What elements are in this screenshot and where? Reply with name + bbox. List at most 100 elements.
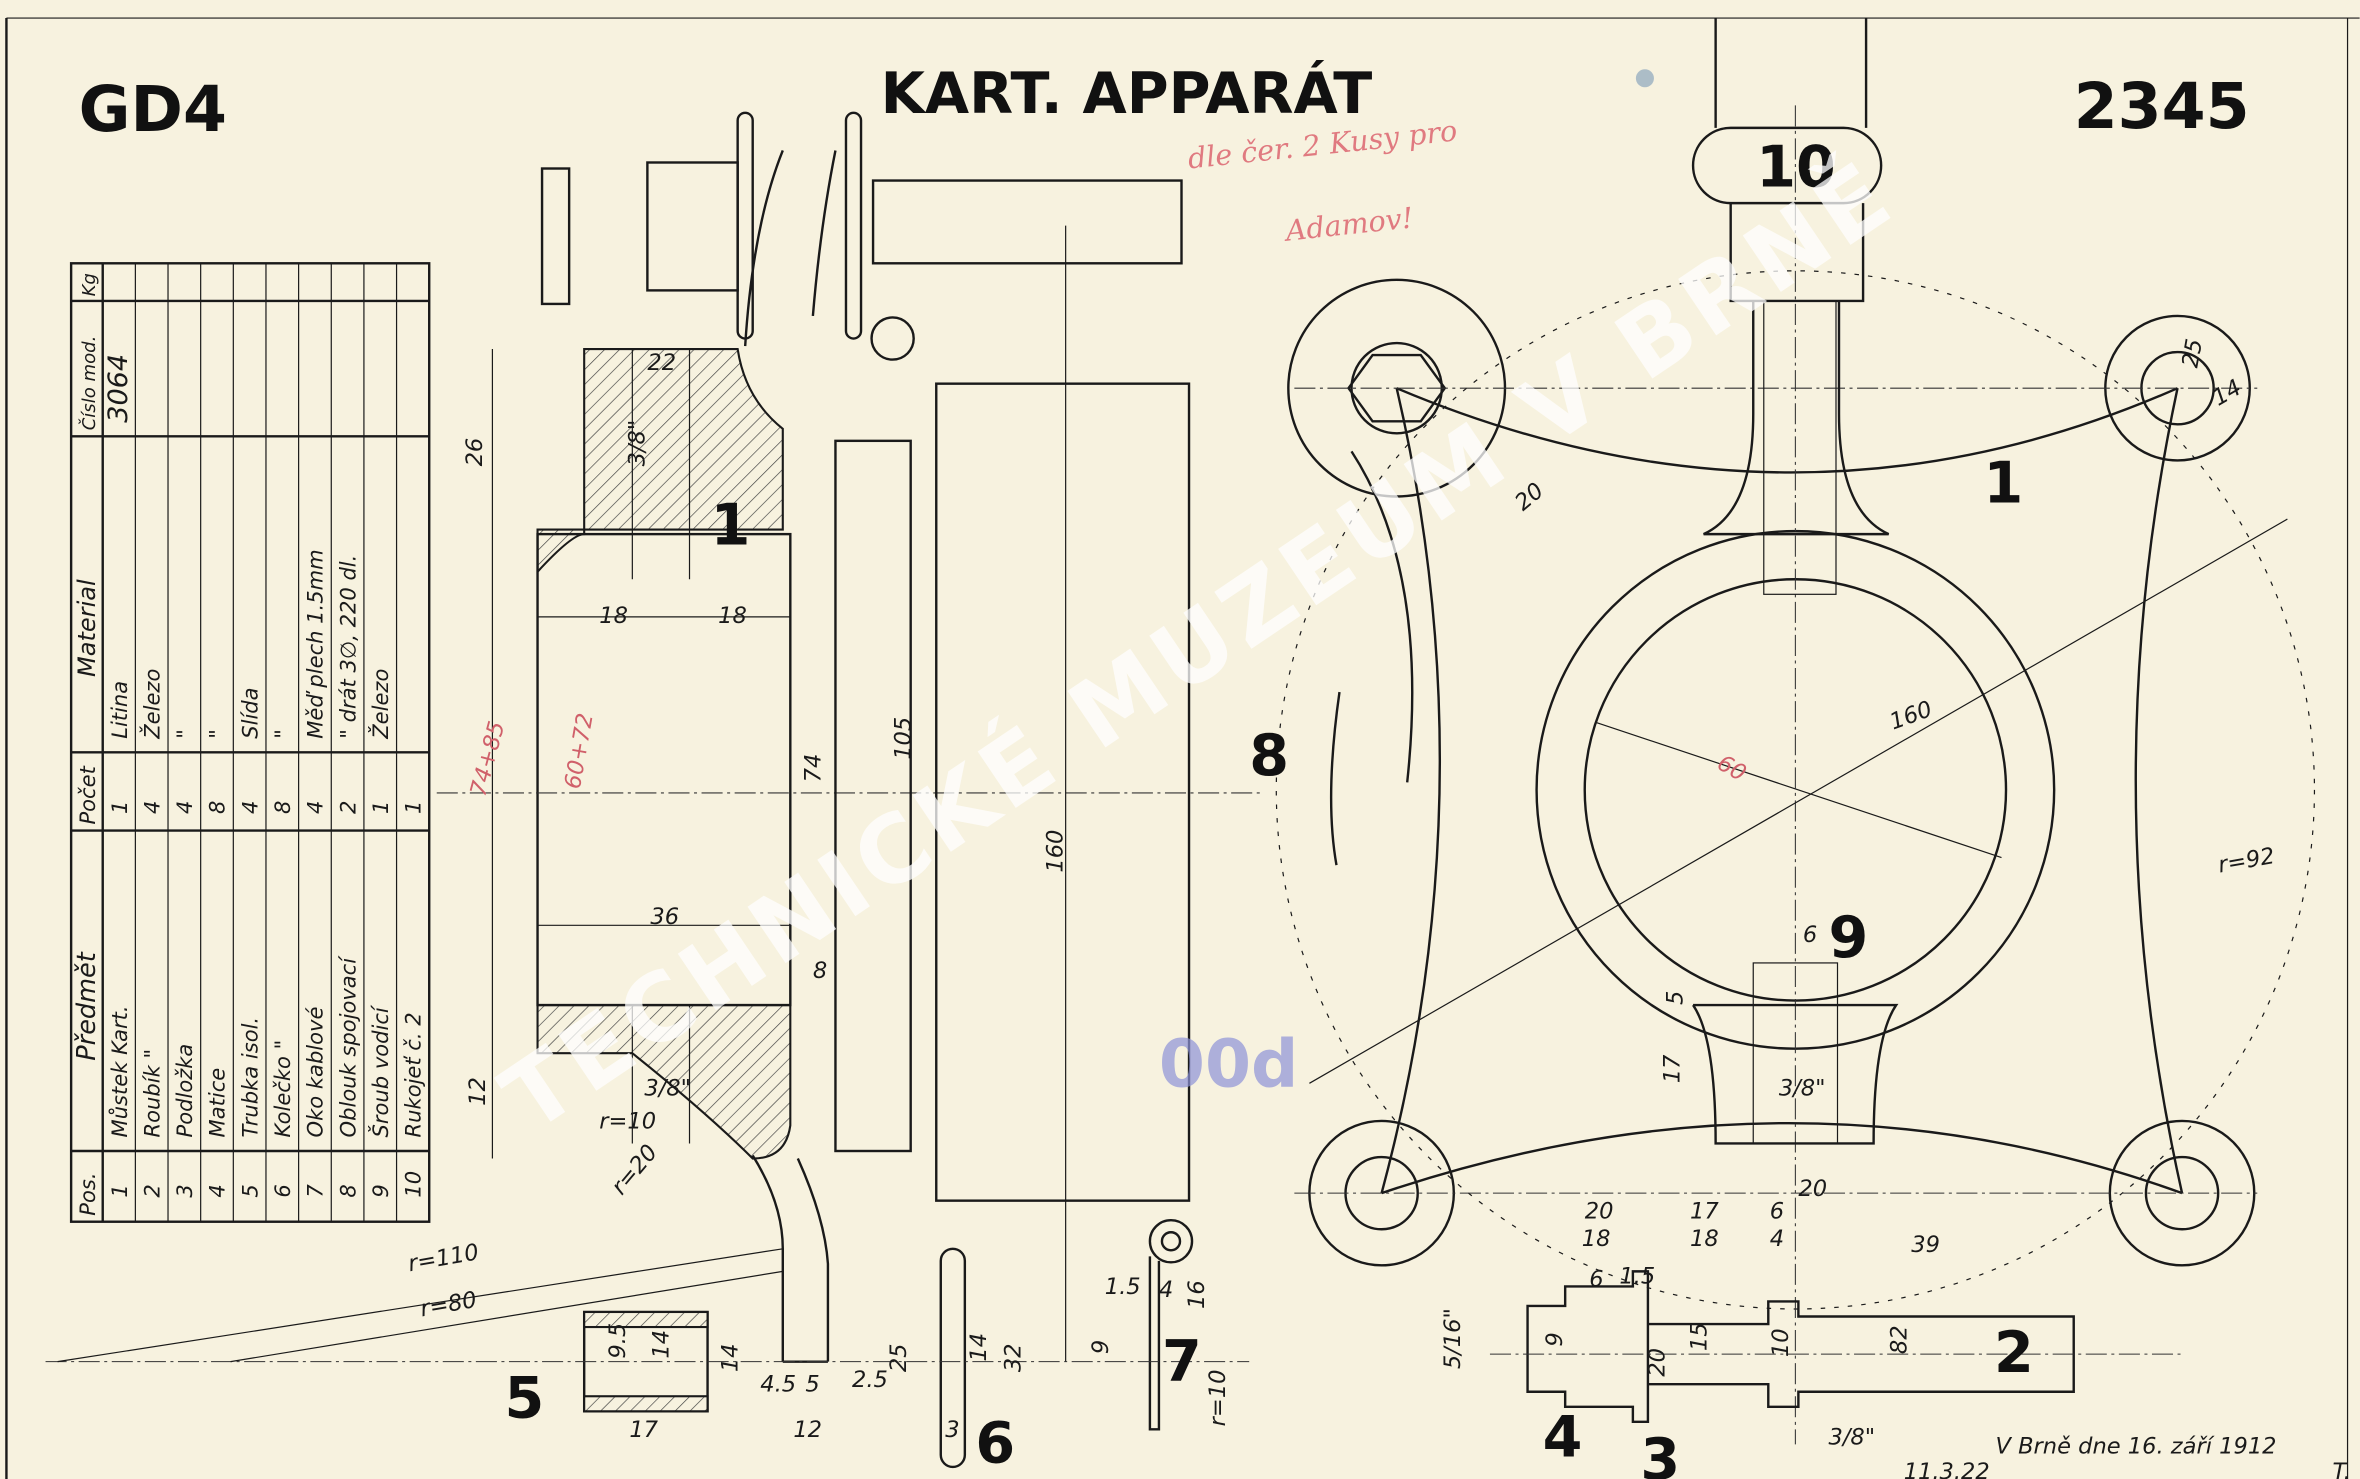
dimension-label: 10 [1768,1328,1794,1357]
part-label-3: 3 [1640,1427,1680,1479]
table-header-qty: Počet [75,765,100,824]
dimension-label: 5 [1663,991,1689,1005]
dimension-label: 3/8" [1828,1424,1875,1450]
dimension-label: 6 [1770,1199,1784,1225]
red-note-line2: Adamov! [1281,201,1415,248]
dimension-label: 8 [813,958,827,984]
dimension-label: 60+72 [560,711,599,791]
table-cell-r6-c2: Kolečko " [270,1040,295,1138]
dimension-label: 6 [1803,922,1817,948]
part-number-labels: 1 1 2 3 4 5 6 7 8 9 10 [504,135,2033,1479]
ink-spot [1635,69,1654,88]
section-view-part1 [436,111,1265,1363]
table-cell-r1-c3: 1 [107,801,132,814]
dimension-label: r=10 [1205,1369,1231,1426]
table-cell-r6-c3: 8 [270,801,295,814]
dimension-label: 74 [800,754,826,783]
table-cell-r9-c1: 9 [368,1184,393,1197]
part-label-10: 10 [1756,135,1836,201]
table-cell-r4-c2: Matice [205,1068,230,1138]
table-header-material: Material [73,579,101,677]
dimension-label: 14 [966,1333,992,1362]
dimension-label: 160 [1043,830,1069,873]
dimension-label: 20 [1644,1348,1670,1377]
dimension-label: 12 [465,1077,491,1106]
dimension-label: 9 [1542,1332,1568,1346]
dimension-label: 18 [1690,1226,1719,1252]
table-cell-r8-c1: 8 [335,1184,360,1197]
table-cell-r5-c1: 5 [237,1184,262,1197]
dimension-label: 12 [793,1417,822,1443]
dimension-label: 3/8" [624,420,650,467]
parts-table: Pos. Předmět Počet Material Číslo mod. K… [69,262,431,1223]
dimension-label: 18 [599,603,628,629]
table-cell-r4-c4: " [205,729,230,739]
dimension-label: 25 [886,1343,912,1372]
dimension-label: 26 [462,438,488,467]
table-cell-r10-c1: 10 [401,1171,426,1198]
dimension-label: 18 [1582,1226,1611,1252]
dimension-label: 5 [805,1372,819,1398]
table-cell-r5-c3: 4 [237,801,262,814]
table-cell-r10-c2: Rukojeť č. 2 [401,1012,426,1137]
dimension-label: 82 [1887,1325,1913,1354]
table-cell-r7-c1: 7 [303,1184,328,1198]
dimension-label: r=110 [406,1239,481,1277]
table-cell-r1-c1: 1 [107,1184,132,1197]
table-cell-r2-c4: Železo [139,669,164,740]
dimension-label: 20 [1798,1176,1827,1202]
dimension-label: 3 [945,1417,959,1443]
dimension-label: 105 [891,717,917,760]
dimension-label: r=10 [599,1108,656,1134]
drawing-group-code: GD4 [79,72,227,146]
table-cell-r5-c2: Trubka isol. [237,1017,262,1138]
table-cell-r2-c3: 4 [139,801,164,814]
dimension-label: 5/16" [1440,1308,1466,1369]
table-cell-r3-c3: 4 [172,801,197,814]
table-cell-r7-c2: Oko kablové [303,1007,328,1138]
dimension-label: 22 [647,350,676,376]
table-cell-r6-c1: 6 [270,1184,295,1197]
dimension-label: 3/8" [1779,1075,1826,1101]
table-cell-r9-c3: 1 [368,801,393,814]
small-parts [45,1219,2183,1469]
dimension-label: 17 [1690,1199,1719,1225]
table-header-item: Předmět [72,951,102,1061]
dimension-label: 14 [718,1343,744,1372]
dimension-label: 2.5 [852,1367,888,1393]
table-cell-r8-c2: Oblouk spojovací [335,955,360,1138]
sheet-mark: T. [2333,1459,2351,1479]
dimension-label: 1.5 [1105,1274,1141,1300]
part-label-1-front: 1 [1983,451,2023,517]
table-cell-r8-c3: 2 [335,801,360,814]
dimension-label: 25 [2177,337,2208,370]
table-cell-r2-c1: 2 [139,1184,164,1197]
table-cell-r6-c4: " [270,729,295,739]
table-cell-r7-c4: Měď plech 1.5mm [303,549,328,738]
part-label-2: 2 [1994,1320,2034,1386]
dimension-label: 160 [1886,696,1935,735]
dimension-label: 39 [1911,1232,1940,1258]
table-header-pos: Pos. [75,1172,100,1215]
table-cell-r3-c4: " [172,729,197,739]
drawing-title: KART. APPARÁT [881,59,1373,127]
dimension-label: 15 [1687,1322,1713,1351]
dimension-label: 36 [650,904,679,930]
table-cell-r1-c2: Můstek Kart. [107,1005,132,1137]
part-label-7: 7 [1162,1329,1202,1395]
table-cell-r1-c5: 3064 [103,354,134,423]
table-cell-r3-c2: Podložka [172,1044,197,1138]
table-cell-r9-c2: Šroub vodicí [368,1004,393,1137]
dimension-label: 32 [1001,1343,1027,1372]
table-cell-r2-c2: Roubík " [139,1049,164,1138]
dimension-label: r=92 [2216,843,2277,878]
place-date: V Brně dne 16. září 1912 [1995,1433,2276,1459]
dimension-label: 6 [1589,1266,1603,1292]
dimension-label: 1.5 [1619,1263,1655,1289]
table-cell-r3-c1: 3 [172,1184,197,1197]
drawing-number: 2345 [2074,69,2250,143]
table-cell-r7-c3: 4 [303,801,328,814]
revision-date: 11.3.22 [1904,1459,1990,1479]
dimension-label: 16 [1184,1280,1210,1309]
